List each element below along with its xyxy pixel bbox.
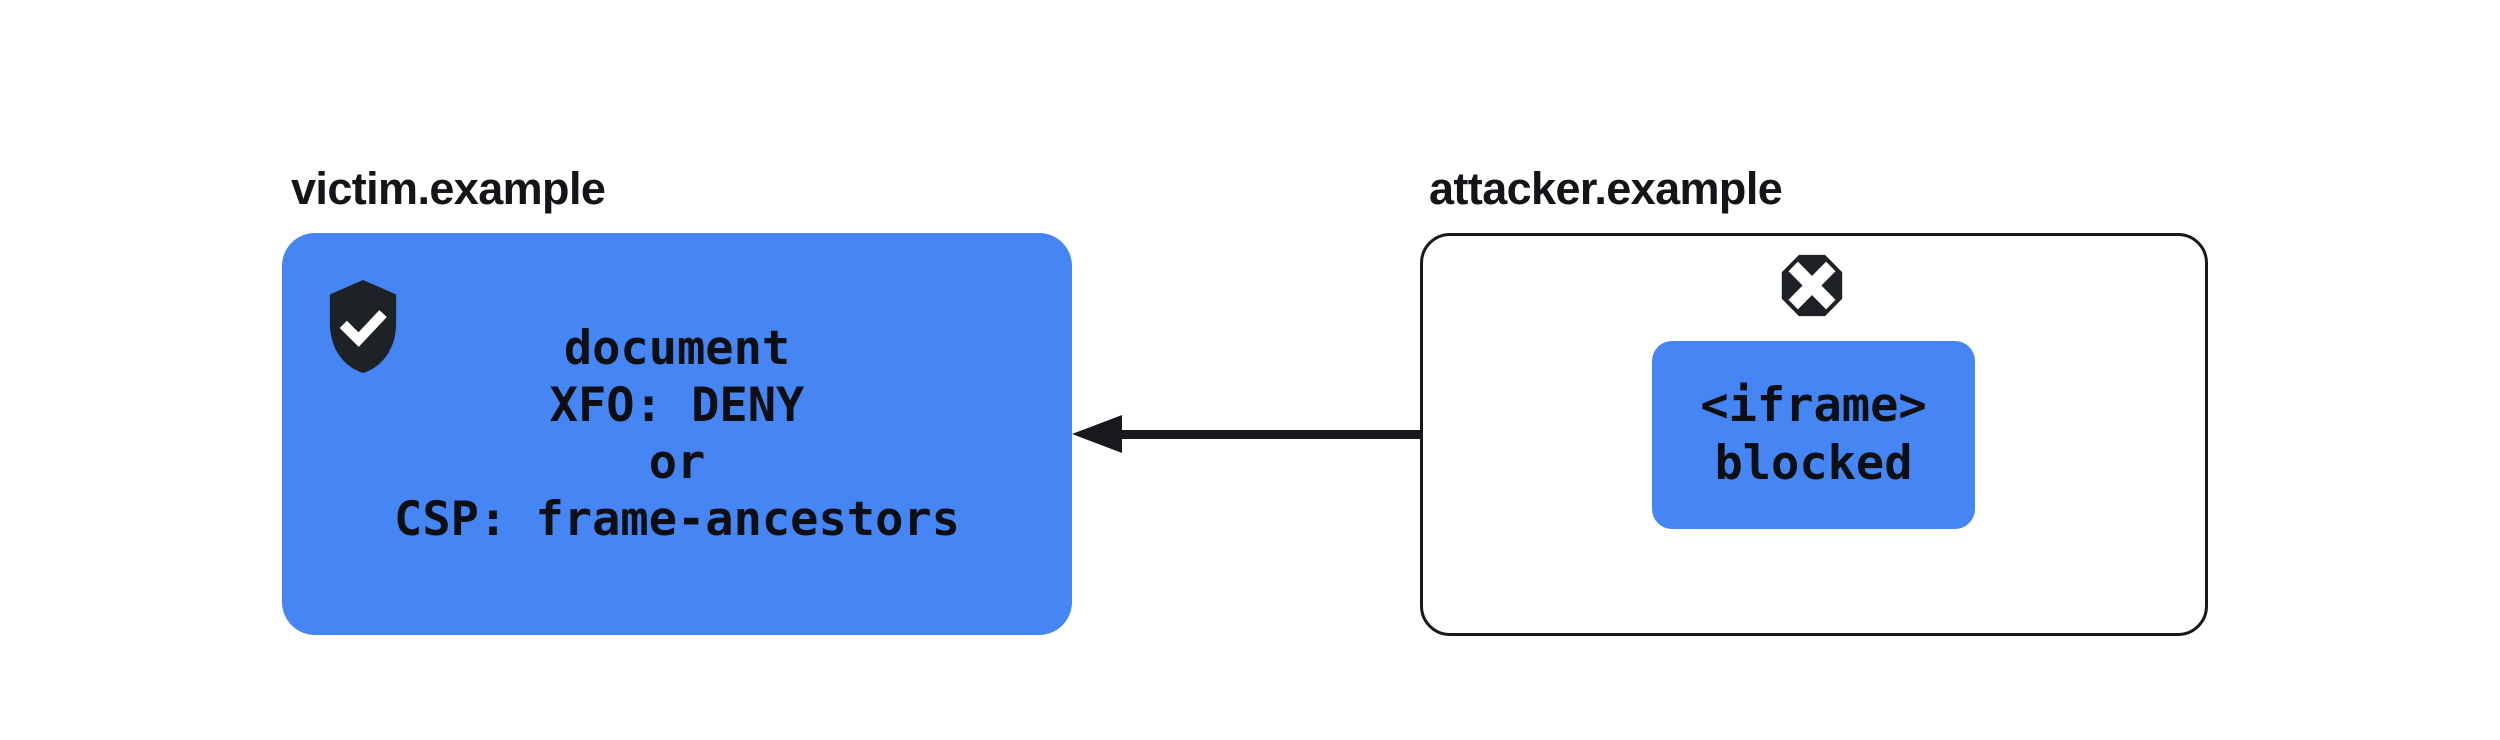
victim-box-text: document XFO: DENY or CSP: frame-ancesto… (282, 233, 1072, 635)
arrow-shaft (1119, 430, 1655, 439)
attacker-domain-label: attacker.example (1429, 163, 1783, 214)
iframe-tag-line: <iframe> (1700, 378, 1927, 433)
shield-check-icon (329, 279, 397, 374)
iframe-blocked-line: blocked (1714, 436, 1913, 491)
victim-document-box: document XFO: DENY or CSP: frame-ancesto… (282, 233, 1072, 635)
victim-line-csp-frame-ancestors: CSP: frame-ancestors (394, 492, 960, 547)
victim-line-document: document (563, 321, 791, 376)
victim-line-or: or (648, 435, 706, 490)
victim-line-xfo-deny: XFO: DENY (549, 378, 805, 433)
blocked-iframe-box: <iframe> blocked (1652, 341, 1975, 529)
victim-domain-label: victim.example (291, 163, 606, 214)
blocked-x-octagon-icon (1781, 254, 1843, 317)
arrow-head-left-icon (1072, 415, 1122, 453)
attacker-page-box: <iframe> blocked (1420, 233, 2208, 636)
